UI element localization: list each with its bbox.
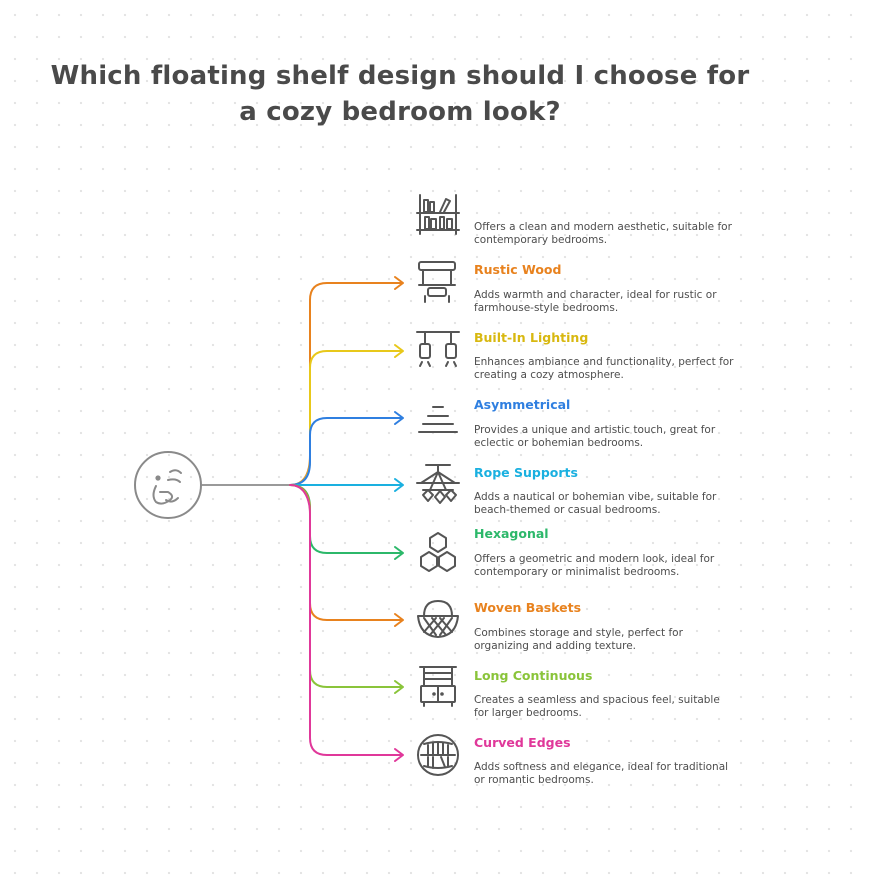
option-desc-built-in-lighting: Enhances ambiance and functionality, per… [474, 356, 734, 381]
branch-rustic-wood [289, 276, 404, 486]
option-label-hexagonal: Hexagonal [474, 526, 549, 541]
option-desc-asymmetrical: Provides a unique and artistic touch, gr… [474, 424, 716, 449]
option-label-long-continuous: Long Continuous [474, 668, 593, 683]
option-label-rope-supports: Rope Supports [474, 465, 578, 480]
stacked-lines-icon [418, 406, 458, 433]
rope-shelf-icon [416, 464, 460, 504]
hexagons-icon [420, 532, 456, 572]
bookshelf-icon [416, 194, 460, 235]
branch-asymmetrical [289, 411, 404, 486]
curved-shelf-icon [417, 734, 459, 776]
rustic-shelf-icon [418, 261, 456, 303]
basket-icon [417, 600, 459, 638]
pendant-lights-icon [416, 331, 460, 367]
branch-rope-supports [289, 478, 404, 492]
option-desc-long-continuous: Creates a seamless and spacious feel, su… [474, 694, 720, 719]
branch-built-in-lighting [289, 344, 404, 486]
title-line-1: Which floating shelf design should I cho… [50, 61, 750, 91]
page-title: Which floating shelf design should I cho… [40, 58, 760, 130]
thinking-face-icon [134, 451, 202, 519]
option-desc-rope-supports: Adds a nautical or bohemian vibe, suitab… [474, 491, 717, 516]
option-label-curved-edges: Curved Edges [474, 735, 571, 750]
branch-long-continuous [289, 484, 404, 694]
branch-curved-edges [289, 484, 404, 762]
option-desc-curved-edges: Adds softness and elegance, ideal for tr… [474, 761, 729, 786]
long-shelf-icon [419, 666, 457, 707]
option-desc-rustic-wood: Adds warmth and character, ideal for rus… [474, 289, 717, 314]
option-label-woven-baskets: Woven Baskets [474, 600, 582, 615]
option-label-asymmetrical: Asymmetrical [474, 397, 571, 412]
branch-woven-baskets [289, 484, 404, 627]
option-desc-woven-baskets: Combines storage and style, perfect for … [474, 627, 683, 652]
option-label-rustic-wood: Rustic Wood [474, 262, 562, 277]
title-line-2: a cozy bedroom look? [239, 97, 561, 127]
option-desc-modern: Offers a clean and modern aesthetic, sui… [474, 221, 732, 246]
option-label-built-in-lighting: Built-In Lighting [474, 330, 589, 345]
option-desc-hexagonal: Offers a geometric and modern look, idea… [474, 553, 715, 578]
